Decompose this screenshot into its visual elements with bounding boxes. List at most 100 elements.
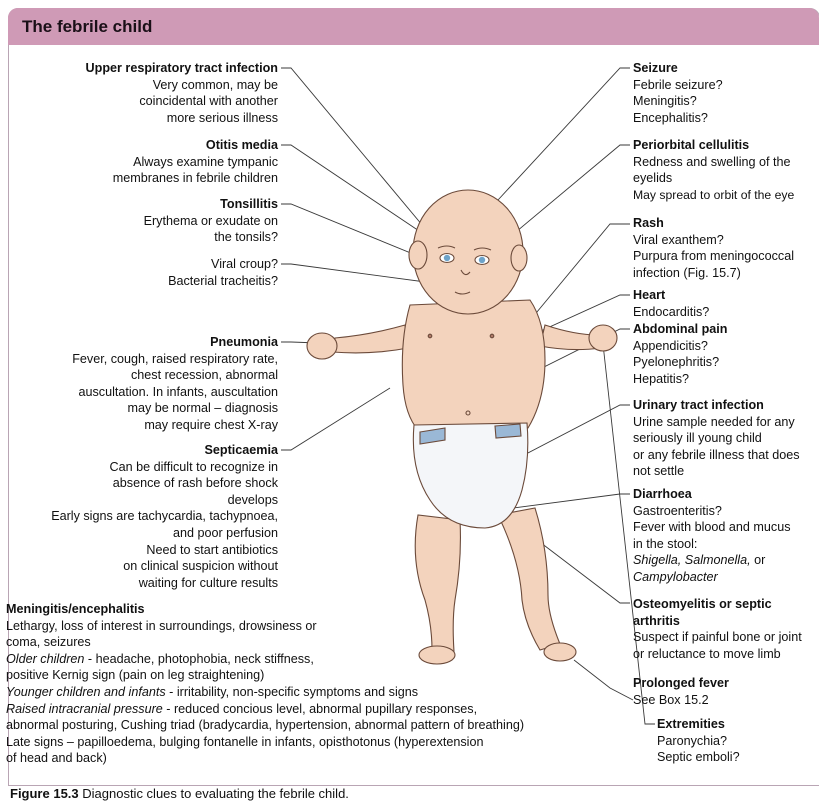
meningitis-line: of head and back) (6, 750, 606, 767)
periorbital-line: eyelids (633, 170, 817, 187)
rash-block: Rash Viral exanthem? Purpura from mening… (633, 215, 817, 281)
younger-children-text: - irritability, non-specific symptoms an… (166, 685, 418, 699)
heart-block: Heart Endocarditis? (633, 287, 817, 320)
leader-seizure (498, 68, 630, 200)
meningitis-line: coma, seizures (6, 634, 606, 651)
meningitis-line: abnormal posturing, Cushing triad (brady… (6, 717, 606, 734)
organisms-or: or (751, 553, 766, 567)
seizure-line: Meningitis? (633, 93, 817, 110)
extremities-line: Septic emboli? (657, 749, 817, 766)
pneumonia-line: may be normal – diagnosis (10, 400, 278, 417)
septicaemia-line: develops (10, 492, 278, 509)
pneumonia-block: Pneumonia Fever, cough, raised respirato… (10, 334, 278, 434)
septicaemia-line: absence of rash before shock (10, 475, 278, 492)
diarrhoea-title: Diarrhoea (633, 486, 817, 503)
osteo-line: or reluctance to move limb (633, 646, 817, 663)
otitis-line: Always examine tympanic (10, 154, 278, 171)
left-iris (444, 255, 450, 261)
left-nipple (428, 334, 432, 338)
diarrhoea-line: Fever with blood and mucus (633, 519, 817, 536)
abdominal-line: Appendicitis? (633, 338, 817, 355)
right-hand (589, 325, 617, 351)
meningitis-line: Late signs – papilloedema, bulging fonta… (6, 734, 606, 751)
osteo-block: Osteomyelitis or septic arthritis Suspec… (633, 596, 817, 662)
otitis-line: membranes in febrile children (10, 170, 278, 187)
periorbital-title: Periorbital cellulitis (633, 137, 817, 154)
figure-caption-label: Figure 15.3 (10, 786, 79, 801)
seizure-line: Febrile seizure? (633, 77, 817, 94)
uti-line: not settle (633, 463, 817, 480)
figure-caption: Figure 15.3 Diagnostic clues to evaluati… (10, 785, 349, 803)
extremities-title: Extremities (657, 716, 817, 733)
tonsil-block: Tonsillitis Erythema or exudate on the t… (10, 196, 278, 246)
pneumonia-title: Pneumonia (10, 334, 278, 351)
seizure-block: Seizure Febrile seizure? Meningitis? Enc… (633, 60, 817, 126)
otitis-title: Otitis media (10, 137, 278, 154)
croup-line: Viral croup? (10, 256, 278, 273)
extremities-block: Extremities Paronychia? Septic emboli? (657, 716, 817, 766)
periorbital-line: Redness and swelling of the (633, 154, 817, 171)
tonsil-title: Tonsillitis (10, 196, 278, 213)
extremities-line: Paronychia? (657, 733, 817, 750)
croup-block: Viral croup? Bacterial tracheitis? (10, 256, 278, 289)
uti-line: seriously ill young child (633, 430, 817, 447)
child-figure (307, 190, 617, 664)
septicaemia-title: Septicaemia (10, 442, 278, 459)
uti-block: Urinary tract infection Urine sample nee… (633, 397, 817, 480)
right-nipple (490, 334, 494, 338)
torso (402, 300, 545, 430)
figure-caption-text: Diagnostic clues to evaluating the febri… (79, 786, 349, 801)
septicaemia-line: on clinical suspicion without (10, 558, 278, 575)
abdominal-block: Abdominal pain Appendicitis? Pyelonephri… (633, 321, 817, 387)
abdominal-title: Abdominal pain (633, 321, 817, 338)
diarrhoea-line: Gastroenteritis? (633, 503, 817, 520)
osteo-title-2: arthritis (633, 613, 817, 630)
diarrhoea-line: in the stool: (633, 536, 817, 553)
croup-line: Bacterial tracheitis? (10, 273, 278, 290)
urti-block: Upper respiratory tract infection Very c… (10, 60, 278, 126)
prolonged-block: Prolonged fever See Box 15.2 (633, 675, 817, 708)
icp-label: Raised intracranial pressure (6, 702, 163, 716)
left-ear (409, 241, 427, 269)
osteo-title: Osteomyelitis or septic (633, 596, 817, 613)
uti-line: Urine sample needed for any (633, 414, 817, 431)
prolonged-line: See Box 15.2 (633, 692, 817, 709)
meningitis-title: Meningitis/encephalitis (6, 601, 606, 618)
left-hand (307, 333, 337, 359)
older-children-label: Older children (6, 652, 84, 666)
tonsil-line: Erythema or exudate on (10, 213, 278, 230)
diaper-tab-right (495, 424, 521, 438)
rash-title: Rash (633, 215, 817, 232)
diarrhoea-campy: Campylobacter (633, 569, 817, 586)
meningitis-older-line: Older children - headache, photophobia, … (6, 651, 606, 668)
otitis-block: Otitis media Always examine tympanic mem… (10, 137, 278, 187)
icp-text: - reduced concious level, abnormal pupil… (163, 702, 477, 716)
periorbital-block: Periorbital cellulitis Redness and swell… (633, 137, 817, 203)
prolonged-title: Prolonged fever (633, 675, 817, 692)
diarrhoea-block: Diarrhoea Gastroenteritis? Fever with bl… (633, 486, 817, 586)
campylobacter-text: Campylobacter (633, 570, 718, 584)
leader-rash (522, 224, 630, 330)
right-ear (511, 245, 527, 271)
periorbital-line: May spread to orbit of the eye (633, 187, 817, 204)
pneumonia-line: may require chest X-ray (10, 417, 278, 434)
meningitis-line: positive Kernig sign (pain on leg straig… (6, 667, 606, 684)
septicaemia-line: Early signs are tachycardia, tachypnoea, (10, 508, 278, 525)
older-children-text: - headache, photophobia, neck stiffness, (84, 652, 313, 666)
left-arm (332, 325, 408, 353)
septicaemia-line: Can be difficult to recognize in (10, 459, 278, 476)
rash-line: Purpura from meningococcal (633, 248, 817, 265)
right-iris (479, 257, 485, 263)
septicaemia-line: Need to start antibiotics (10, 542, 278, 559)
seizure-title: Seizure (633, 60, 817, 77)
urti-title: Upper respiratory tract infection (10, 60, 278, 77)
seizure-line: Encephalitis? (633, 110, 817, 127)
diarrhoea-organisms: Shigella, Salmonella, or (633, 552, 817, 569)
younger-children-label: Younger children and infants (6, 685, 166, 699)
rash-line: Viral exanthem? (633, 232, 817, 249)
rash-line: infection (Fig. 15.7) (633, 265, 817, 282)
meningitis-block: Meningitis/encephalitis Lethargy, loss o… (6, 601, 606, 767)
leader-urti (281, 68, 428, 232)
head (413, 190, 523, 314)
pneumonia-line: chest recession, abnormal (10, 367, 278, 384)
